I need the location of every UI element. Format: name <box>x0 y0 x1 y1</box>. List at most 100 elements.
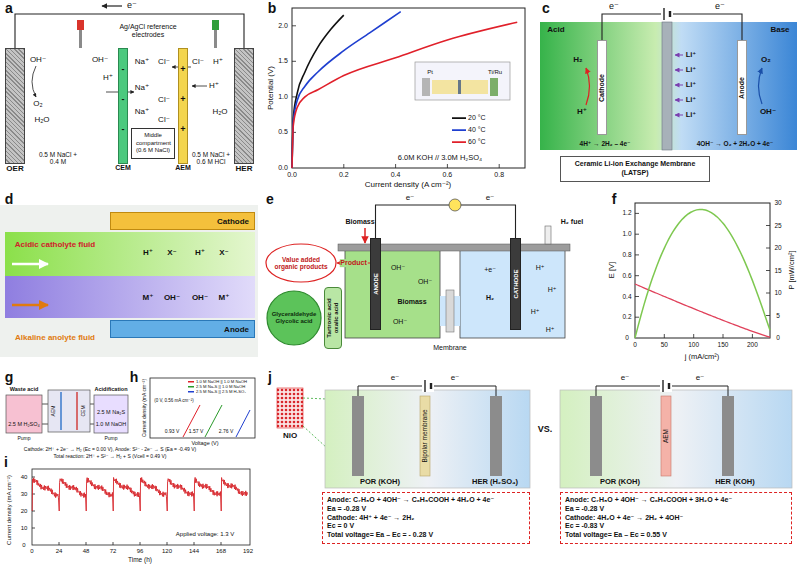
panel-letter: i <box>4 455 8 470</box>
polarization-curve <box>292 15 344 168</box>
circuit-wire <box>376 205 516 238</box>
annotation-label: OH⁻ <box>192 294 208 303</box>
panel-h-plot <box>150 378 255 438</box>
panel-a-art <box>102 5 122 6</box>
product-box: Tartronic acid oxalic acid <box>324 287 342 349</box>
equation-text: Ea = -0.28 V <box>565 505 787 514</box>
polarization-curve <box>292 22 517 168</box>
panel-c-cell <box>540 22 797 150</box>
tick-label: 0 <box>633 341 637 348</box>
annotation-label: OH⁻ <box>760 108 776 117</box>
panel-j-cells <box>352 396 364 476</box>
battery-symbol <box>669 11 671 17</box>
annotation-label: H⁺ <box>195 249 205 258</box>
equation-text: Ec = -0.83 V <box>565 522 787 531</box>
tick-label: 96 <box>137 548 144 555</box>
panel-g-setup <box>60 392 62 430</box>
annotation-label: X⁻ <box>167 249 177 258</box>
annotation-label: POR (KOH) <box>600 478 640 486</box>
axis-title: E [V] <box>608 262 616 278</box>
axis-title: P [mW/cm²] <box>788 250 796 289</box>
panel-j-cells <box>490 396 502 476</box>
tick-label: 10 <box>21 525 28 532</box>
product-ellipse: Value added organic products <box>265 243 337 283</box>
annotation-label: e⁻ <box>696 374 705 383</box>
tick-label: 168 <box>216 548 226 555</box>
electrode-label: Anode <box>224 325 249 334</box>
annotation-label: Cl⁻ <box>192 58 204 67</box>
panel-c-cell <box>540 22 797 150</box>
legend-text: 40 °C <box>468 126 486 134</box>
tick-label: 20 <box>774 244 781 251</box>
panel-j-cells <box>325 390 530 488</box>
equation-box: Anode: C₇H₈O + 4OH⁻ → C₆H₅COOH + 4H₂O + … <box>322 492 530 544</box>
panel-letter: g <box>5 370 14 385</box>
ellipse-outline <box>267 291 321 345</box>
axis-title: Voltage (V) <box>191 440 218 446</box>
equation-text: Anode: C₇H₈O + 4OH⁻ → C₆H₅COOH + 3H₂O + … <box>565 496 787 505</box>
annotation-label: 4OH⁻ → O₂ + 2H₂O + 4e⁻ <box>697 140 774 147</box>
panel-c-cell <box>675 85 683 86</box>
electrode-label: Anode <box>738 77 746 99</box>
tick-label: 192 <box>243 548 253 555</box>
legend-text: 1.0 M NaOH || 1.0 M NaOH <box>196 380 247 385</box>
electrode-label: Cathode <box>217 217 249 226</box>
annotation-label: H⁺ <box>531 308 540 316</box>
annotation-label: Na⁺ <box>135 84 149 93</box>
annotation-label: 2.5 M Na₂S <box>97 409 125 415</box>
tick-label: 10 <box>774 289 781 296</box>
panel-b-plot <box>458 80 461 94</box>
tick-label: 0.0 <box>287 171 297 179</box>
panel-j-cells <box>277 388 303 428</box>
tick-label: 20 <box>21 508 28 515</box>
battery-symbol <box>422 8 673 392</box>
annotation-label: 1.0 M NaOH <box>96 421 127 427</box>
panel-e-cell <box>338 226 570 338</box>
annotation-label: (0 V, 0.56 mA cm⁻²) <box>154 399 193 404</box>
annotation-label: X⁻ <box>219 249 229 258</box>
tick-label: 1.2 <box>622 210 631 217</box>
circuit-wire <box>15 14 244 48</box>
annotation-label: Total reaction: 2H⁺ + S²⁻ → H₂ + S (Vcel… <box>54 454 167 460</box>
electrode-plate: OER <box>5 48 25 164</box>
annotation-label: H⁺ <box>577 108 587 117</box>
annotation-label: Li⁺ <box>686 81 697 89</box>
legend-line-sample <box>452 129 466 131</box>
panel-a-art <box>192 86 207 87</box>
tick-label: 30 <box>21 491 28 498</box>
panel-letter: d <box>5 192 14 207</box>
panel-g-setup <box>42 404 94 424</box>
panel-letter: f <box>612 192 617 207</box>
annotation-label: Applied voltage: 1.3 V <box>176 531 234 538</box>
panel-d-flow-cell <box>5 276 255 318</box>
annotation-label: - <box>122 95 125 105</box>
annotation-label: M⁺ <box>219 294 230 303</box>
legend-line-sample <box>188 391 194 393</box>
equation-text: Cathode: 4H₂O + 4e⁻ → 2H₂ + 4OH⁻ <box>565 514 787 523</box>
tick-label: 50 <box>661 341 668 348</box>
axis-title: Time (h) <box>128 556 152 563</box>
ellipse-outline <box>266 244 336 282</box>
tick-label: 0.4 <box>622 293 631 300</box>
panel-i-plot <box>32 469 250 545</box>
legend-line-sample <box>452 128 466 132</box>
panel-c-cell <box>662 22 672 150</box>
battery-symbol <box>663 8 664 20</box>
annotation-label: Biomass <box>397 298 426 306</box>
legend-item: 60 °C <box>452 138 486 146</box>
tick-label: 1.0 <box>622 231 631 238</box>
annotation-label: Waste acid <box>10 386 39 392</box>
axis-title: Potential (V) <box>267 66 276 110</box>
tick-label: 0 <box>22 542 25 549</box>
legend-line-sample <box>452 140 466 144</box>
panel-f-plot <box>635 203 770 338</box>
tick-label: 150 <box>718 341 729 348</box>
battery-symbol <box>660 380 672 392</box>
annotation-label: + <box>180 95 185 105</box>
legend-line-sample <box>452 117 466 119</box>
membrane-caption-box: Ceramic Li-ion Exchange Membrane (LATSP) <box>560 156 710 182</box>
annotation-label: Cl⁻ <box>158 96 170 105</box>
panel-b-plot <box>292 8 525 168</box>
panel-i-plot <box>32 469 250 545</box>
battery-symbol <box>661 8 673 20</box>
